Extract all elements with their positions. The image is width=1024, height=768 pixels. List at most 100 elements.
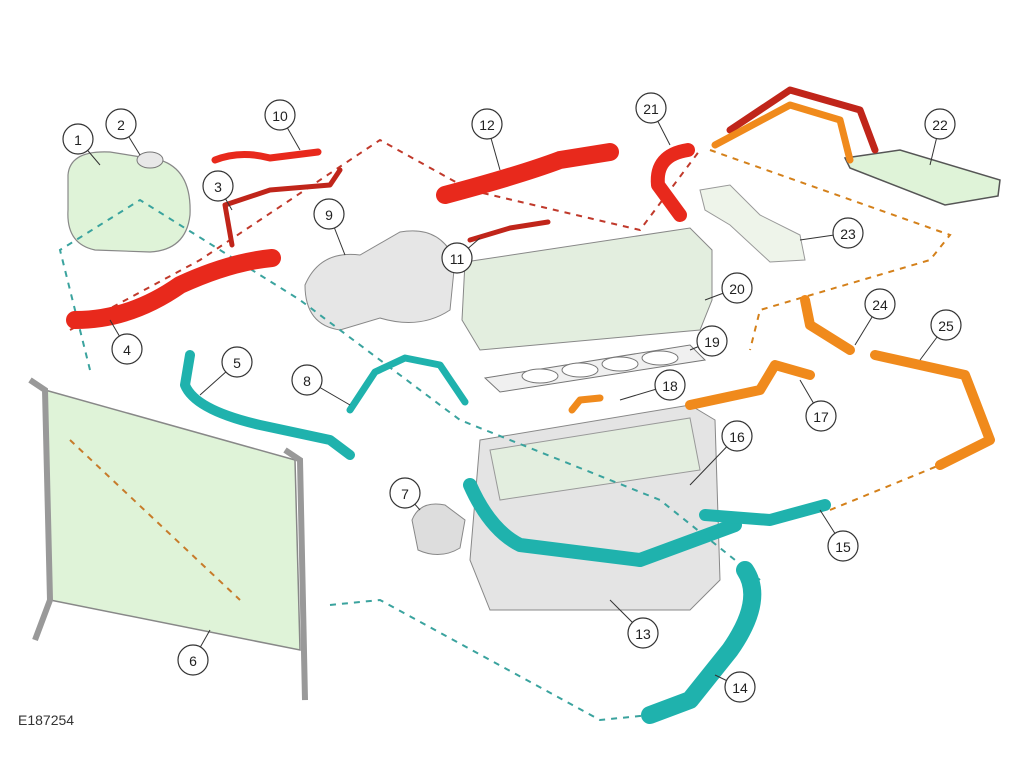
callout-circle bbox=[724, 671, 756, 703]
callout-2: 2 bbox=[105, 108, 137, 140]
callout-20: 20 bbox=[721, 272, 753, 304]
heater-pipe-red bbox=[726, 86, 879, 154]
callout-5: 5 bbox=[221, 346, 253, 378]
outlet-housing bbox=[699, 184, 806, 263]
heater-pipe-orange bbox=[711, 101, 854, 164]
callout-14: 14 bbox=[724, 671, 756, 703]
callout-number: 18 bbox=[662, 378, 678, 394]
callout-circle bbox=[930, 309, 962, 341]
callout-24: 24 bbox=[864, 288, 896, 320]
callout-11: 11 bbox=[441, 242, 473, 274]
callout-number: 20 bbox=[729, 281, 745, 297]
flow-path-radiator bbox=[69, 439, 241, 601]
hose-15 bbox=[699, 499, 831, 526]
callout-number: 12 bbox=[479, 117, 495, 133]
callout-number: 7 bbox=[401, 486, 409, 502]
callout-21: 21 bbox=[635, 92, 667, 124]
callout-3: 3 bbox=[202, 170, 234, 202]
callout-circle bbox=[441, 242, 473, 274]
callout-circle bbox=[62, 123, 94, 155]
hose-11 bbox=[467, 219, 551, 243]
callout-8: 8 bbox=[291, 364, 323, 396]
callout-circle bbox=[721, 420, 753, 452]
callout-17: 17 bbox=[805, 400, 837, 432]
radiator-frame bbox=[28, 377, 308, 701]
hose-13 bbox=[463, 478, 742, 567]
water-pump bbox=[411, 503, 466, 555]
expansion-tank bbox=[67, 151, 191, 253]
callout-circle bbox=[264, 99, 296, 131]
callouts: 1234567891011121314151617181920212223242… bbox=[62, 92, 962, 703]
callout-circle bbox=[471, 108, 503, 140]
components bbox=[28, 149, 1001, 701]
callout-circle bbox=[827, 530, 859, 562]
callout-circle bbox=[696, 325, 728, 357]
callout-circle bbox=[221, 346, 253, 378]
callout-circle bbox=[313, 198, 345, 230]
callout-number: 4 bbox=[123, 342, 131, 358]
callout-number: 16 bbox=[729, 429, 745, 445]
callout-number: 5 bbox=[233, 355, 241, 371]
hose-18 bbox=[568, 394, 604, 414]
callout-circle bbox=[291, 364, 323, 396]
flow-path-heater bbox=[709, 149, 952, 511]
callout-circle bbox=[721, 272, 753, 304]
hoses bbox=[66, 86, 995, 724]
callout-circle bbox=[105, 108, 137, 140]
callout-number: 2 bbox=[117, 117, 125, 133]
callout-1: 1 bbox=[62, 123, 94, 155]
callout-16: 16 bbox=[721, 420, 753, 452]
callout-number: 19 bbox=[704, 334, 720, 350]
callout-circle bbox=[627, 617, 659, 649]
callout-number: 8 bbox=[303, 373, 311, 389]
flow-path-cold bbox=[58, 198, 761, 581]
callout-23: 23 bbox=[832, 217, 864, 249]
callout-circle bbox=[864, 288, 896, 320]
callout-number: 15 bbox=[835, 539, 851, 555]
callout-circle bbox=[832, 217, 864, 249]
callout-number: 9 bbox=[325, 207, 333, 223]
hose-3 bbox=[222, 167, 343, 248]
callout-number: 1 bbox=[74, 132, 82, 148]
callout-circle bbox=[805, 400, 837, 432]
hose-17 bbox=[685, 360, 815, 410]
hose-21 bbox=[650, 143, 695, 222]
flow-path-return bbox=[329, 598, 651, 722]
callout-number: 10 bbox=[272, 108, 288, 124]
callout-number: 6 bbox=[189, 653, 197, 669]
hose-12 bbox=[436, 143, 619, 204]
hose-5 bbox=[180, 350, 355, 460]
callout-circle bbox=[654, 369, 686, 401]
callout-22: 22 bbox=[924, 108, 956, 140]
callout-circle bbox=[111, 333, 143, 365]
hose-10 bbox=[211, 148, 322, 164]
callout-number: 22 bbox=[932, 117, 948, 133]
callout-9: 9 bbox=[313, 198, 345, 230]
callout-25: 25 bbox=[930, 309, 962, 341]
callout-4: 4 bbox=[111, 333, 143, 365]
expansion-tank-cap bbox=[136, 151, 164, 169]
callout-7: 7 bbox=[389, 477, 421, 509]
callout-circle bbox=[635, 92, 667, 124]
callout-number: 13 bbox=[635, 626, 651, 642]
hose-14 bbox=[641, 561, 762, 724]
callout-circle bbox=[924, 108, 956, 140]
callout-circle bbox=[177, 644, 209, 676]
flow-path-hot bbox=[69, 138, 701, 331]
callout-circle bbox=[202, 170, 234, 202]
cylinder-head bbox=[461, 227, 713, 351]
callout-13: 13 bbox=[627, 617, 659, 649]
callout-15: 15 bbox=[827, 530, 859, 562]
hose-8 bbox=[346, 354, 469, 414]
callout-19: 19 bbox=[696, 325, 728, 357]
figure-id: E187254 bbox=[18, 712, 75, 728]
hose-4 bbox=[66, 249, 281, 329]
callout-number: 17 bbox=[813, 409, 829, 425]
callout-number: 23 bbox=[840, 226, 856, 242]
hose-25 bbox=[870, 350, 995, 470]
callout-10: 10 bbox=[264, 99, 296, 131]
flow-arrows bbox=[58, 138, 952, 722]
hose-24 bbox=[800, 295, 855, 355]
